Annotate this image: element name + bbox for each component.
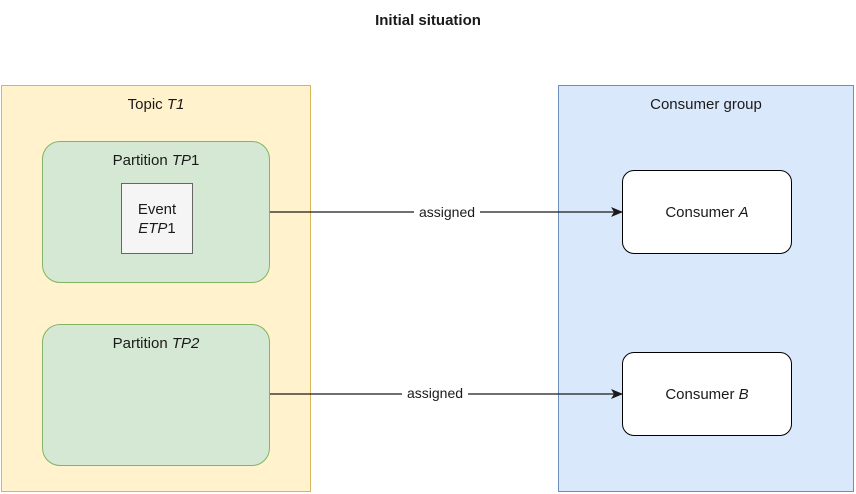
consumer-b-label-prefix: Consumer	[665, 385, 739, 403]
partition-tp1-label-suffix: 1	[191, 152, 200, 169]
event-label-name: ETP	[138, 219, 168, 237]
consumer-b: Consumer B	[622, 352, 792, 436]
event-etp1: Event ETP1	[121, 183, 193, 254]
consumer-b-label: Consumer B	[665, 386, 748, 403]
partition-tp2-label-prefix: Partition	[112, 335, 172, 352]
topic-label: Topic T1	[2, 96, 310, 113]
event-label-suffix: 1	[167, 219, 176, 237]
partition-tp2-label-name: TP2	[171, 335, 200, 352]
partition-tp1-label-name: TP	[171, 152, 192, 169]
diagram-title: Initial situation	[375, 12, 481, 29]
partition-tp1-label-prefix: Partition	[112, 152, 172, 169]
edge-tp2-label: assigned	[407, 385, 463, 401]
edge-tp2-to-consumer-b: assigned	[270, 385, 623, 401]
consumer-b-label-name: B	[738, 385, 749, 403]
partition-tp1-label: Partition TP1	[43, 152, 269, 169]
topic-label-prefix: Topic	[127, 96, 167, 113]
partition-tp2-label: Partition TP2	[43, 335, 269, 352]
consumer-group-label: Consumer group	[650, 96, 762, 113]
partition-tp2: Partition TP2	[42, 324, 270, 466]
topic-label-name: T1	[166, 96, 185, 113]
consumer-a-label: Consumer A	[665, 204, 748, 221]
consumer-a-label-name: A	[738, 203, 749, 221]
consumer-a: Consumer A	[622, 170, 792, 254]
event-label-line2: ETP1	[138, 219, 176, 238]
edge-tp1-label: assigned	[419, 204, 475, 220]
event-label-line1: Event	[137, 200, 177, 218]
edge-tp1-to-consumer-a: assigned	[270, 204, 623, 220]
consumer-a-label-prefix: Consumer	[665, 203, 739, 221]
